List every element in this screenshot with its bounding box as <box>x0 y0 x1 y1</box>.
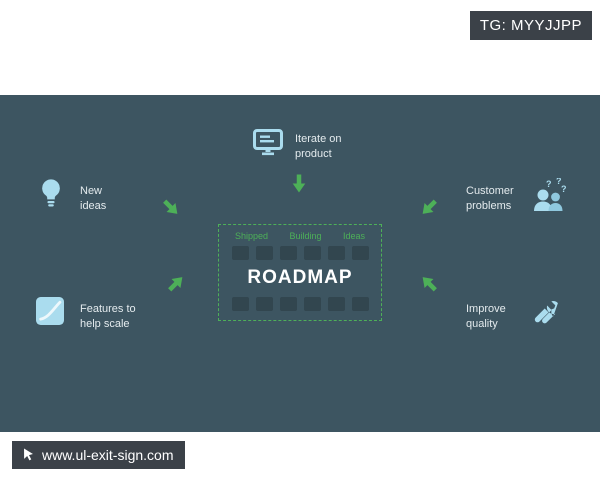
roadmap-tile-row-top <box>229 246 371 260</box>
roadmap-tile <box>255 246 273 260</box>
arrow-down-left-icon <box>418 197 440 219</box>
roadmap-tile <box>303 246 321 260</box>
lightbulb-icon <box>38 179 64 214</box>
roadmap-tile <box>327 297 345 311</box>
arrow-up-right-icon <box>165 273 187 295</box>
svg-text:?: ? <box>546 179 552 189</box>
roadmap-columns: Shipped Building Ideas <box>229 231 371 241</box>
customers-question-icon: ? ? ? <box>530 176 568 217</box>
roadmap-tile <box>351 246 369 260</box>
left-bottom-node-label: Features to help scale <box>80 303 136 331</box>
cursor-icon <box>22 448 35 462</box>
roadmap-tile <box>327 246 345 260</box>
wrench-icon <box>532 297 560 330</box>
arrow-up-left-icon <box>418 273 440 295</box>
roadmap-tile <box>303 297 321 311</box>
roadmap-tile-row-bottom <box>229 297 371 311</box>
roadmap-box: Shipped Building Ideas ROADMAP <box>218 224 382 321</box>
svg-text:?: ? <box>556 178 562 186</box>
roadmap-tile <box>255 297 273 311</box>
roadmap-column-ideas: Ideas <box>342 231 365 241</box>
roadmap-tile <box>279 297 297 311</box>
left-top-node-label: New ideas <box>80 185 107 213</box>
footer-url-label: www.ul-exit-sign.com <box>42 447 174 463</box>
roadmap-tile <box>279 246 297 260</box>
arrow-down-icon <box>292 174 306 193</box>
top-node-label: Iterate on product <box>295 133 342 161</box>
tg-badge: TG: MYYJJPP <box>469 11 592 40</box>
roadmap-tile <box>351 297 369 311</box>
footer-url-badge[interactable]: www.ul-exit-sign.com <box>12 441 186 469</box>
svg-text:?: ? <box>561 184 567 194</box>
diagram-panel: Iterate on product New ideas Features to… <box>0 95 600 432</box>
roadmap-tile <box>231 297 249 311</box>
monitor-icon <box>253 129 283 161</box>
roadmap-title: ROADMAP <box>247 267 353 288</box>
roadmap-tile <box>231 246 249 260</box>
roadmap-column-building: Building <box>289 231 322 241</box>
arrow-down-right-icon <box>160 197 182 219</box>
roadmap-column-shipped: Shipped <box>235 231 269 241</box>
right-top-node-label: Customer problems <box>466 185 514 213</box>
right-bottom-node-label: Improve quality <box>466 303 506 331</box>
feature-chart-icon <box>36 297 64 330</box>
